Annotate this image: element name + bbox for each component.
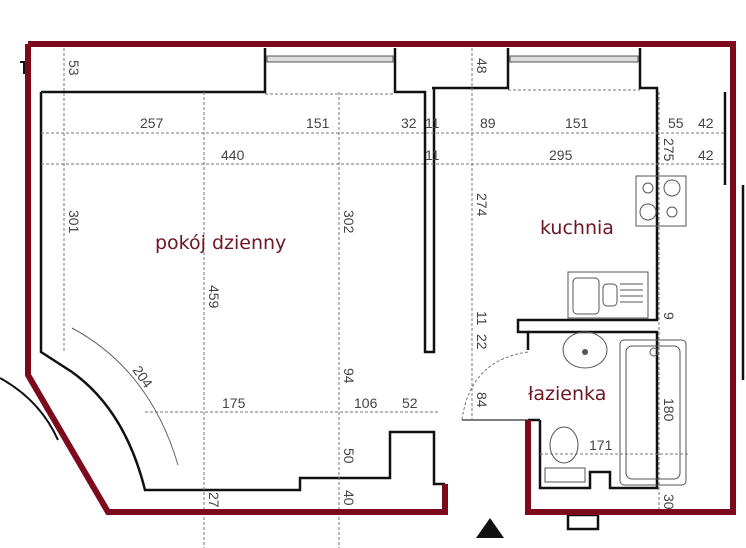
dim-label: 94 xyxy=(341,368,357,384)
room-label-kitchen: kuchnia xyxy=(540,217,614,239)
kitchen-sink xyxy=(567,271,649,319)
dim-label: 275 xyxy=(661,138,677,162)
dim-label: 295 xyxy=(549,147,573,163)
dim-label: 89 xyxy=(480,115,496,131)
dim-label: 257 xyxy=(140,115,164,131)
toilet xyxy=(544,426,586,483)
dim-label: 11 xyxy=(425,115,440,131)
dim-label: 440 xyxy=(221,147,245,163)
dim-label: 52 xyxy=(402,395,418,411)
stove xyxy=(635,175,687,227)
dim-label: 204 xyxy=(130,363,157,391)
dim-label: 175 xyxy=(222,395,246,411)
dim-label: 274 xyxy=(474,193,490,217)
dim-label: 42 xyxy=(698,147,714,163)
dim-label: 22 xyxy=(474,334,490,350)
bathroom-walls xyxy=(528,330,659,531)
dim-label: 50 xyxy=(341,448,357,464)
dim-label: 9 xyxy=(661,312,677,320)
room-label-living-room: pokój dzienny xyxy=(155,232,286,254)
dim-label: 459 xyxy=(206,285,222,309)
entrance-arrow-icon xyxy=(476,518,504,538)
dim-label: 301 xyxy=(66,210,82,234)
dim-label: 55 xyxy=(668,115,684,131)
dim-label: 302 xyxy=(341,210,357,234)
room-label-bathroom: łazienka xyxy=(528,383,606,405)
dim-label: 53 xyxy=(66,60,82,76)
dim-label: 40 xyxy=(341,490,357,506)
dim-label: 151 xyxy=(565,115,589,131)
bathtub xyxy=(619,339,687,486)
washbasin xyxy=(562,331,608,369)
outline-right xyxy=(28,41,736,515)
dim-label: 30 xyxy=(661,494,677,510)
door-swing xyxy=(461,351,529,421)
dim-label: 151 xyxy=(306,115,330,131)
dim-label: 27 xyxy=(206,492,222,508)
dim-label: 171 xyxy=(589,437,613,453)
dim-label: 106 xyxy=(354,395,378,411)
dim-label: 180 xyxy=(661,398,677,422)
dim-label: 42 xyxy=(698,115,714,131)
outline-left xyxy=(25,44,448,515)
dim-label: 84 xyxy=(474,392,490,408)
kitchen-walls xyxy=(432,48,745,380)
dim-label: 48 xyxy=(474,58,490,74)
dim-label: 11 xyxy=(474,311,490,326)
dimension-lines xyxy=(41,48,725,548)
dim-label: 32 xyxy=(401,115,417,131)
dim-label: 11 xyxy=(425,147,440,163)
exterior-curve xyxy=(0,377,59,441)
living-room-walls xyxy=(39,48,445,492)
